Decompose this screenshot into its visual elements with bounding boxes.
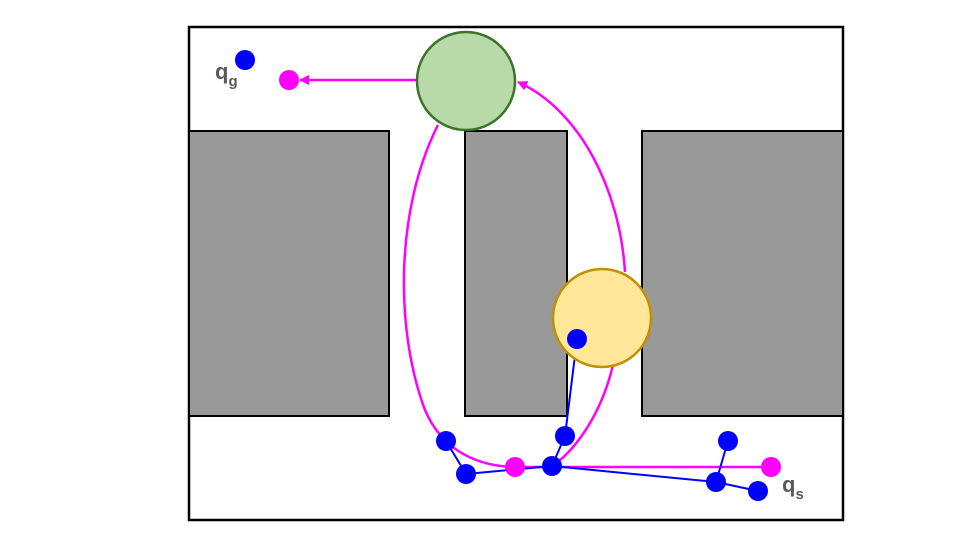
goal-node (235, 50, 255, 70)
green-region (415, 30, 517, 132)
tree-node (748, 481, 768, 501)
mid-waypoint (505, 457, 525, 477)
tree-nodes (235, 50, 768, 501)
obstacle-right (641, 130, 844, 417)
tree-node (567, 329, 587, 349)
tree-node (436, 431, 456, 451)
tree-node (718, 431, 738, 451)
tree-node (555, 426, 575, 446)
path-right-upper (517, 80, 627, 273)
tree-node (456, 464, 476, 484)
start-label: qs (782, 472, 804, 503)
yellow-region (551, 267, 653, 369)
obstacle-middle (464, 130, 568, 417)
obstacle-left (188, 130, 390, 417)
tree-node (706, 472, 726, 492)
start-waypoint (761, 457, 781, 477)
tree-node (542, 456, 562, 476)
goal-label: qg (215, 59, 238, 90)
path-left-loop (402, 124, 516, 469)
goal-waypoint (279, 70, 299, 90)
